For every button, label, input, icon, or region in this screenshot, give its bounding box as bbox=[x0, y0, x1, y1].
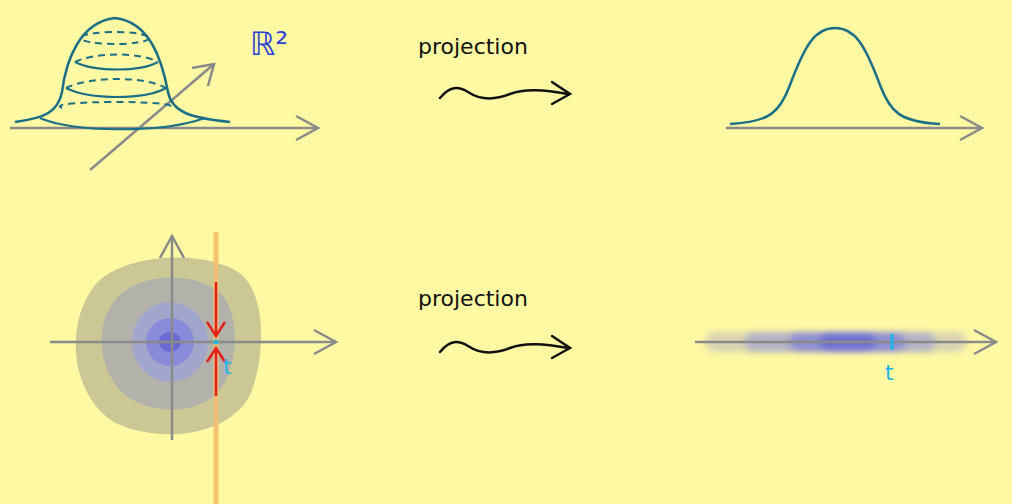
density-contours bbox=[50, 232, 336, 504]
squiggle-arrow bbox=[440, 82, 570, 104]
arrow-label: projection bbox=[418, 36, 528, 58]
bell-curve bbox=[726, 28, 982, 140]
squiggle-arrow bbox=[440, 336, 570, 358]
space-label: ℝ² bbox=[250, 28, 288, 60]
projected-density bbox=[695, 330, 996, 354]
bell-surface bbox=[10, 18, 318, 170]
point-label: t bbox=[223, 356, 232, 378]
arrow-label: projection bbox=[418, 288, 528, 310]
point-label: t bbox=[885, 362, 894, 384]
